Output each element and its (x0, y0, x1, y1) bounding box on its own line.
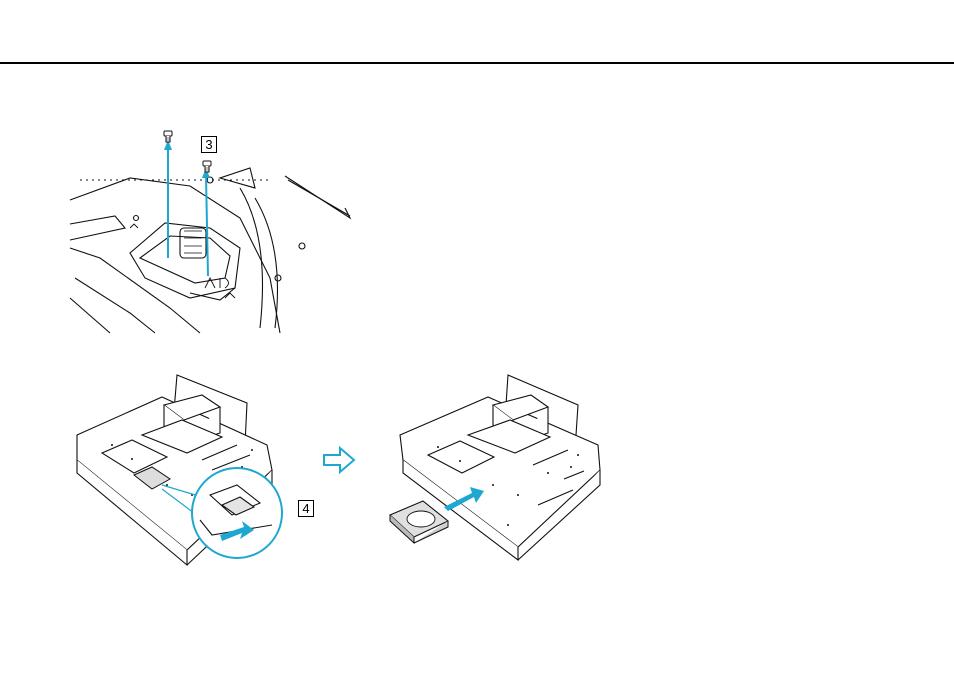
header-rule (0, 62, 954, 64)
cover-zoom-illustration (72, 375, 322, 570)
removed-hdd-cover (390, 501, 448, 543)
cover-removed-illustration (388, 375, 603, 550)
stand-screws-illustration (70, 128, 360, 338)
figure-cover-removed (388, 375, 603, 550)
figure-remove-screws: 3 (70, 128, 360, 338)
right-arrow-outline-icon (322, 446, 356, 474)
step-4-callout: 4 (298, 500, 314, 517)
figure-remove-cover-zoom: 4 (72, 375, 322, 570)
transition-arrow (322, 446, 356, 474)
step-3-callout: 3 (201, 136, 217, 153)
